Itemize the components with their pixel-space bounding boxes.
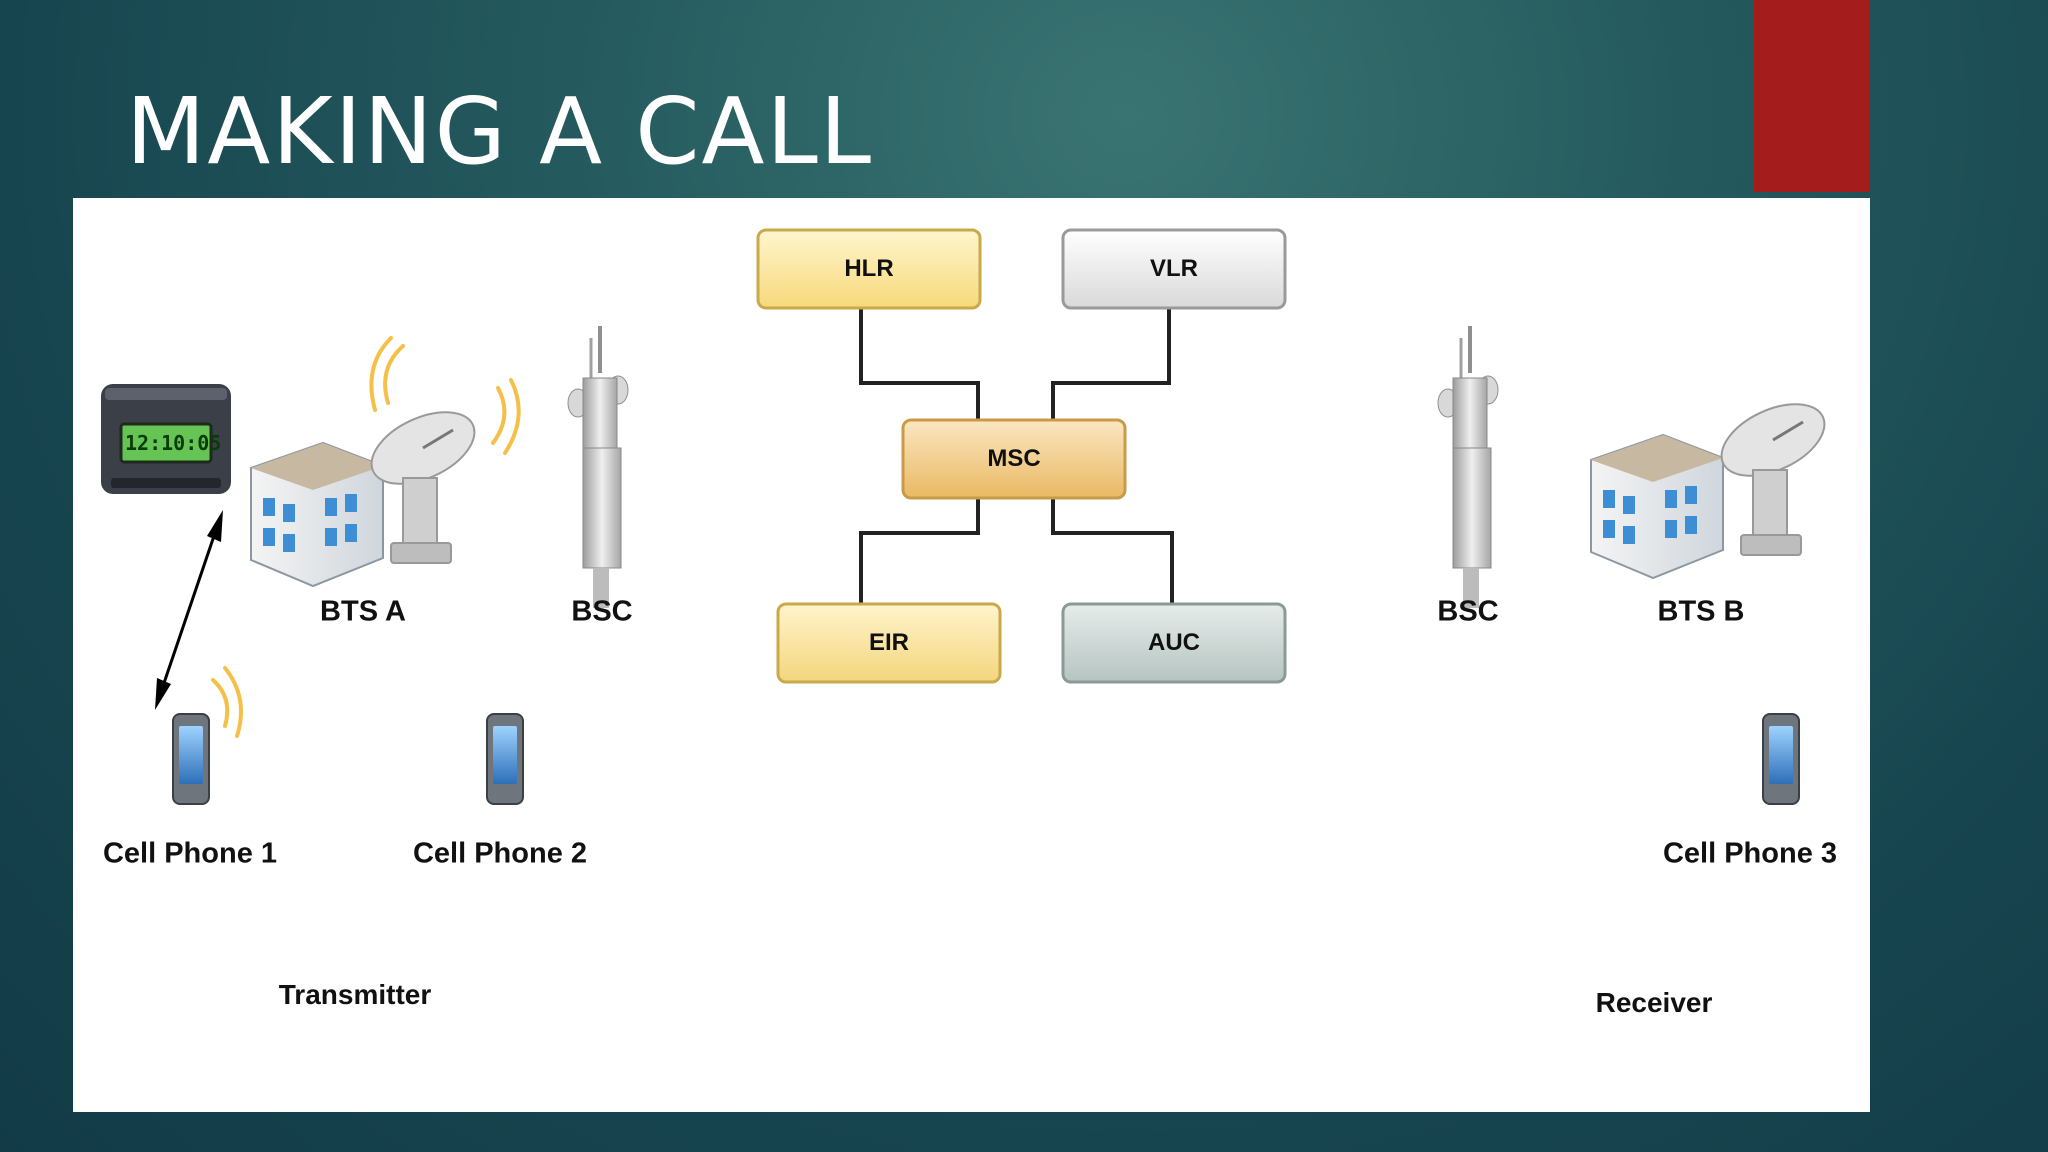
diagram-canvas — [101, 228, 1826, 805]
accent-bar — [1754, 0, 1869, 192]
eir-box — [776, 602, 1002, 684]
receiver-label: Receiver — [1595, 987, 1713, 1018]
slide-title: MAKING A CALL — [126, 78, 873, 185]
hlr-label: HLR — [844, 255, 894, 282]
cell-tower-icon — [1437, 326, 1499, 608]
vlr-msc-line — [1051, 308, 1171, 420]
auc-box — [1061, 602, 1287, 684]
mobile-phone-icon — [486, 713, 524, 805]
building-icon — [250, 441, 384, 588]
msc-box — [901, 418, 1127, 500]
cell-phone-2-label: Cell Phone 2 — [412, 837, 588, 870]
eir-label: EIR — [868, 629, 910, 656]
hlr-box — [756, 228, 982, 310]
mobile-phone-icon — [1762, 713, 1800, 805]
cell-phone-1-label: Cell Phone 1 — [102, 837, 278, 870]
cell-tower-icon — [567, 326, 629, 608]
bts-a-label: BTS A — [320, 595, 406, 628]
bsc-left-label: BSC — [571, 595, 633, 628]
connector-lines — [859, 308, 1174, 604]
vlr-label: VLR — [1150, 255, 1198, 282]
hlr-msc-line — [859, 308, 980, 420]
double-arrow-icon — [155, 510, 223, 710]
satellite-dish-icon — [1720, 403, 1826, 556]
digital-clock-icon — [101, 384, 231, 494]
clock-readout: 12:10:05 — [125, 431, 222, 455]
msc-auc-line — [1051, 498, 1174, 604]
diagram-panel: 12:10:05 HLR VLR MSC EIR AUC BTS A BSC B… — [73, 198, 1870, 1112]
satellite-dish-icon — [370, 411, 476, 564]
bsc-right-label: BSC — [1437, 595, 1499, 628]
cell-phone-3-label: Cell Phone 3 — [1662, 837, 1838, 870]
mobile-phone-icon — [172, 713, 210, 805]
bts-b-label: BTS B — [1657, 595, 1745, 628]
signal-waves-icon — [211, 666, 243, 738]
transmitter-label: Transmitter — [278, 979, 432, 1010]
signal-waves-icon — [369, 336, 521, 455]
msc-label: MSC — [987, 445, 1041, 472]
building-icon — [1590, 433, 1724, 580]
auc-label: AUC — [1148, 629, 1200, 656]
vlr-box — [1061, 228, 1287, 310]
msc-eir-line — [859, 498, 980, 604]
